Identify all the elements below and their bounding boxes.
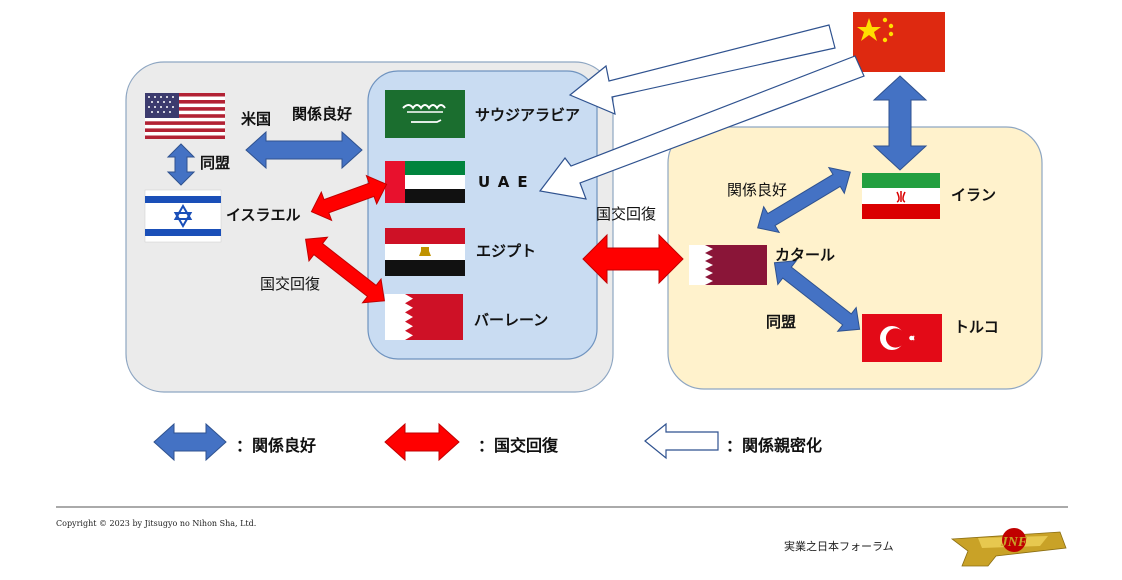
- gulf-group-box: [367, 70, 598, 360]
- copyright-text: Copyright © 2023 by Jitsugyo no Nihon Sh…: [56, 519, 257, 528]
- jnf-logo: JNF: [950, 528, 1067, 567]
- china-iran-good-arrow: [872, 75, 928, 171]
- usa-israel-good-arrow: [166, 143, 196, 186]
- logo-text: JNF: [1000, 535, 1028, 550]
- legend-closer-arrow: [644, 422, 719, 460]
- gulf-qatar-restored-arrow: [582, 233, 684, 285]
- relation-qatar-turkey: 同盟: [766, 313, 797, 331]
- qatar-turkey-good-arrow: [773, 260, 861, 332]
- qatar-iran-good-arrow: [757, 166, 851, 234]
- label-usa: 米国: [241, 110, 272, 128]
- legend-restored-label: ：国交回復: [478, 436, 559, 455]
- israel-flag: [144, 189, 222, 243]
- label-turkey: トルコ: [954, 318, 999, 336]
- egypt-flag: [385, 228, 465, 276]
- label-qatar: カタール: [775, 246, 836, 264]
- turkey-flag: [862, 314, 942, 362]
- israel-bahrain-restored-arrow: [305, 236, 385, 304]
- relation-qatar-iran: 関係良好: [727, 181, 788, 199]
- bahrain-flag: [385, 294, 463, 340]
- label-israel: イスラエル: [226, 206, 301, 224]
- legend-restored-arrow: [384, 422, 460, 462]
- usa-flag: [145, 93, 225, 139]
- china-saudi-closer-arrow: [568, 24, 836, 115]
- brand-name: 実業之日本フォーラム: [784, 540, 894, 553]
- label-saudi: サウジアラビア: [475, 106, 581, 124]
- china-uae-closer-arrow: [538, 55, 865, 200]
- label-iran: イラン: [951, 186, 997, 204]
- relation-usa-gulf: 関係良好: [292, 105, 353, 123]
- relation-usa-israel: 同盟: [200, 154, 231, 172]
- legend-good-arrow: [153, 422, 227, 462]
- saudi-flag: [385, 90, 465, 138]
- label-egypt: エジプト: [476, 242, 537, 260]
- qatar-flag: [689, 245, 767, 285]
- iran-flag: [862, 173, 940, 219]
- label-uae: UAE: [478, 173, 536, 191]
- relation-israel-bahrain: 国交回復: [260, 275, 321, 293]
- israel-uae-restored-arrow: [310, 174, 388, 222]
- legend-good-label: ：関係良好: [236, 436, 317, 455]
- label-bahrain: バーレーン: [474, 311, 549, 329]
- usa-gulf-good-arrow: [245, 130, 363, 170]
- relation-gulf-qatar: 国交回復: [596, 205, 657, 223]
- uae-flag: [385, 161, 465, 203]
- legend-closer-label: ：関係親密化: [726, 436, 823, 455]
- china-flag: [853, 12, 945, 72]
